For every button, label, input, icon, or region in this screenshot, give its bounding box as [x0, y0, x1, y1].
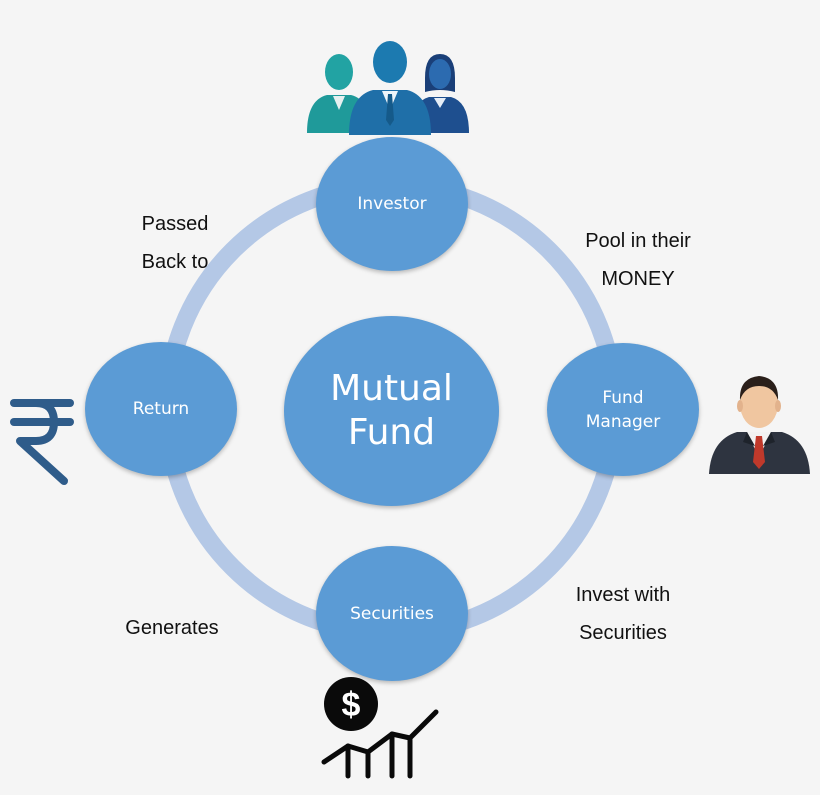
edge-label-invest-line-2: Securities — [579, 622, 667, 644]
node-fund-manager-line-1: Fund — [602, 387, 644, 408]
svg-text:$: $ — [342, 686, 361, 724]
edge-label-securities-to-return: Generates — [108, 609, 236, 647]
center-line-2: Fund — [347, 412, 436, 453]
edge-label-manager-to-securities: Invest with Securities — [553, 576, 693, 652]
node-return-label: Return — [132, 399, 190, 419]
edge-label-pool-line-1: Pool in their — [585, 230, 691, 252]
node-investor: Investor — [316, 137, 468, 271]
dollar-growth-icon: $ — [321, 677, 439, 779]
node-fund-manager-line-2: Manager — [585, 411, 661, 432]
edge-label-generates: Generates — [125, 617, 219, 639]
edge-label-passed-line-1: Passed — [141, 213, 209, 235]
node-securities: Securities — [316, 546, 468, 681]
center-line-1: Mutual — [330, 368, 453, 409]
center-node-mutual-fund: Mutual Fund — [284, 316, 499, 506]
edge-label-passed-line-2: Back to — [141, 251, 209, 273]
node-fund-manager: Fund Manager — [547, 343, 699, 476]
node-investor-label: Investor — [357, 194, 427, 214]
edge-label-return-to-investor: Passed Back to — [115, 205, 235, 281]
node-return: Return — [85, 342, 237, 476]
rupee-icon — [10, 399, 74, 485]
investors-group-icon — [307, 41, 469, 135]
fund-manager-icon — [709, 376, 810, 474]
edge-label-investor-to-manager: Pool in their MONEY — [563, 222, 713, 298]
edge-label-pool-line-2: MONEY — [601, 268, 675, 290]
node-securities-label: Securities — [350, 603, 434, 624]
edge-label-invest-line-1: Invest with — [575, 584, 671, 606]
